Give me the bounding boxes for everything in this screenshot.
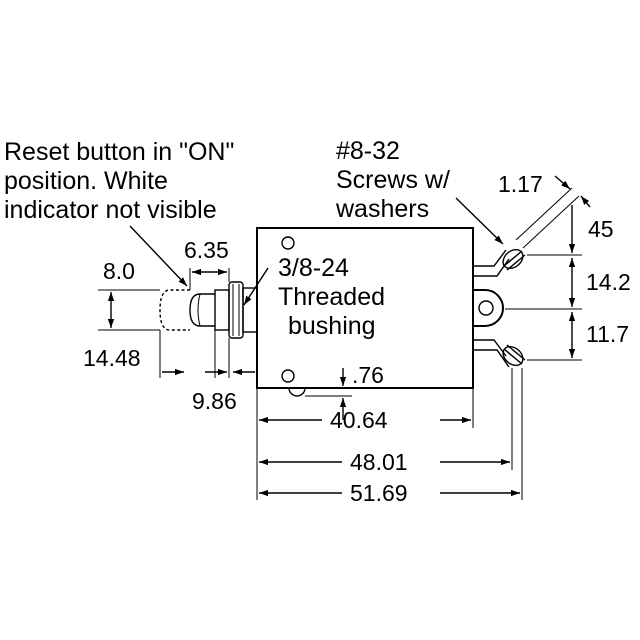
dim-51-69: 51.69 — [350, 480, 408, 506]
dim-14-48: 14.48 — [83, 345, 141, 371]
reset-label-line1: Reset button in "ON" — [4, 138, 234, 166]
dim-8-0: 8.0 — [103, 258, 135, 284]
mounting-hole-bottom — [281, 369, 295, 383]
mounting-hole-top — [281, 236, 295, 250]
reset-button-off-position — [159, 289, 190, 331]
terminal-lower — [473, 339, 526, 368]
dim-11-7: 11.7 — [586, 321, 629, 347]
bottom-tab — [288, 387, 306, 397]
reset-label-line3: indicator not visible — [4, 196, 217, 224]
screws-label-line2: Screws w/ — [336, 166, 450, 194]
bushing-label-line2: Threaded — [278, 283, 385, 311]
bushing-label-line1: 3/8-24 — [278, 254, 349, 282]
dim-40-64: 40.64 — [330, 407, 388, 433]
threaded-bushing — [159, 281, 258, 339]
dim-9-86: 9.86 — [192, 388, 237, 414]
dim-6-35: 6.35 — [184, 237, 229, 263]
screws-label-line3: washers — [335, 195, 429, 223]
screws-label-line1: #8-32 — [336, 137, 400, 165]
side-lug — [473, 289, 504, 327]
dim-14-2: 14.2 — [586, 269, 631, 295]
side-lug-hole — [478, 300, 494, 316]
reset-label-line2: position. White — [4, 167, 168, 195]
terminal-upper — [473, 248, 526, 277]
bushing-label-line3: bushing — [288, 312, 376, 340]
reset-button — [189, 293, 215, 327]
dim-0-76: .76 — [352, 362, 384, 388]
dim-45: 45 — [588, 216, 614, 242]
dim-1-17: 1.17 — [498, 171, 543, 197]
dim-48-01: 48.01 — [350, 449, 408, 475]
